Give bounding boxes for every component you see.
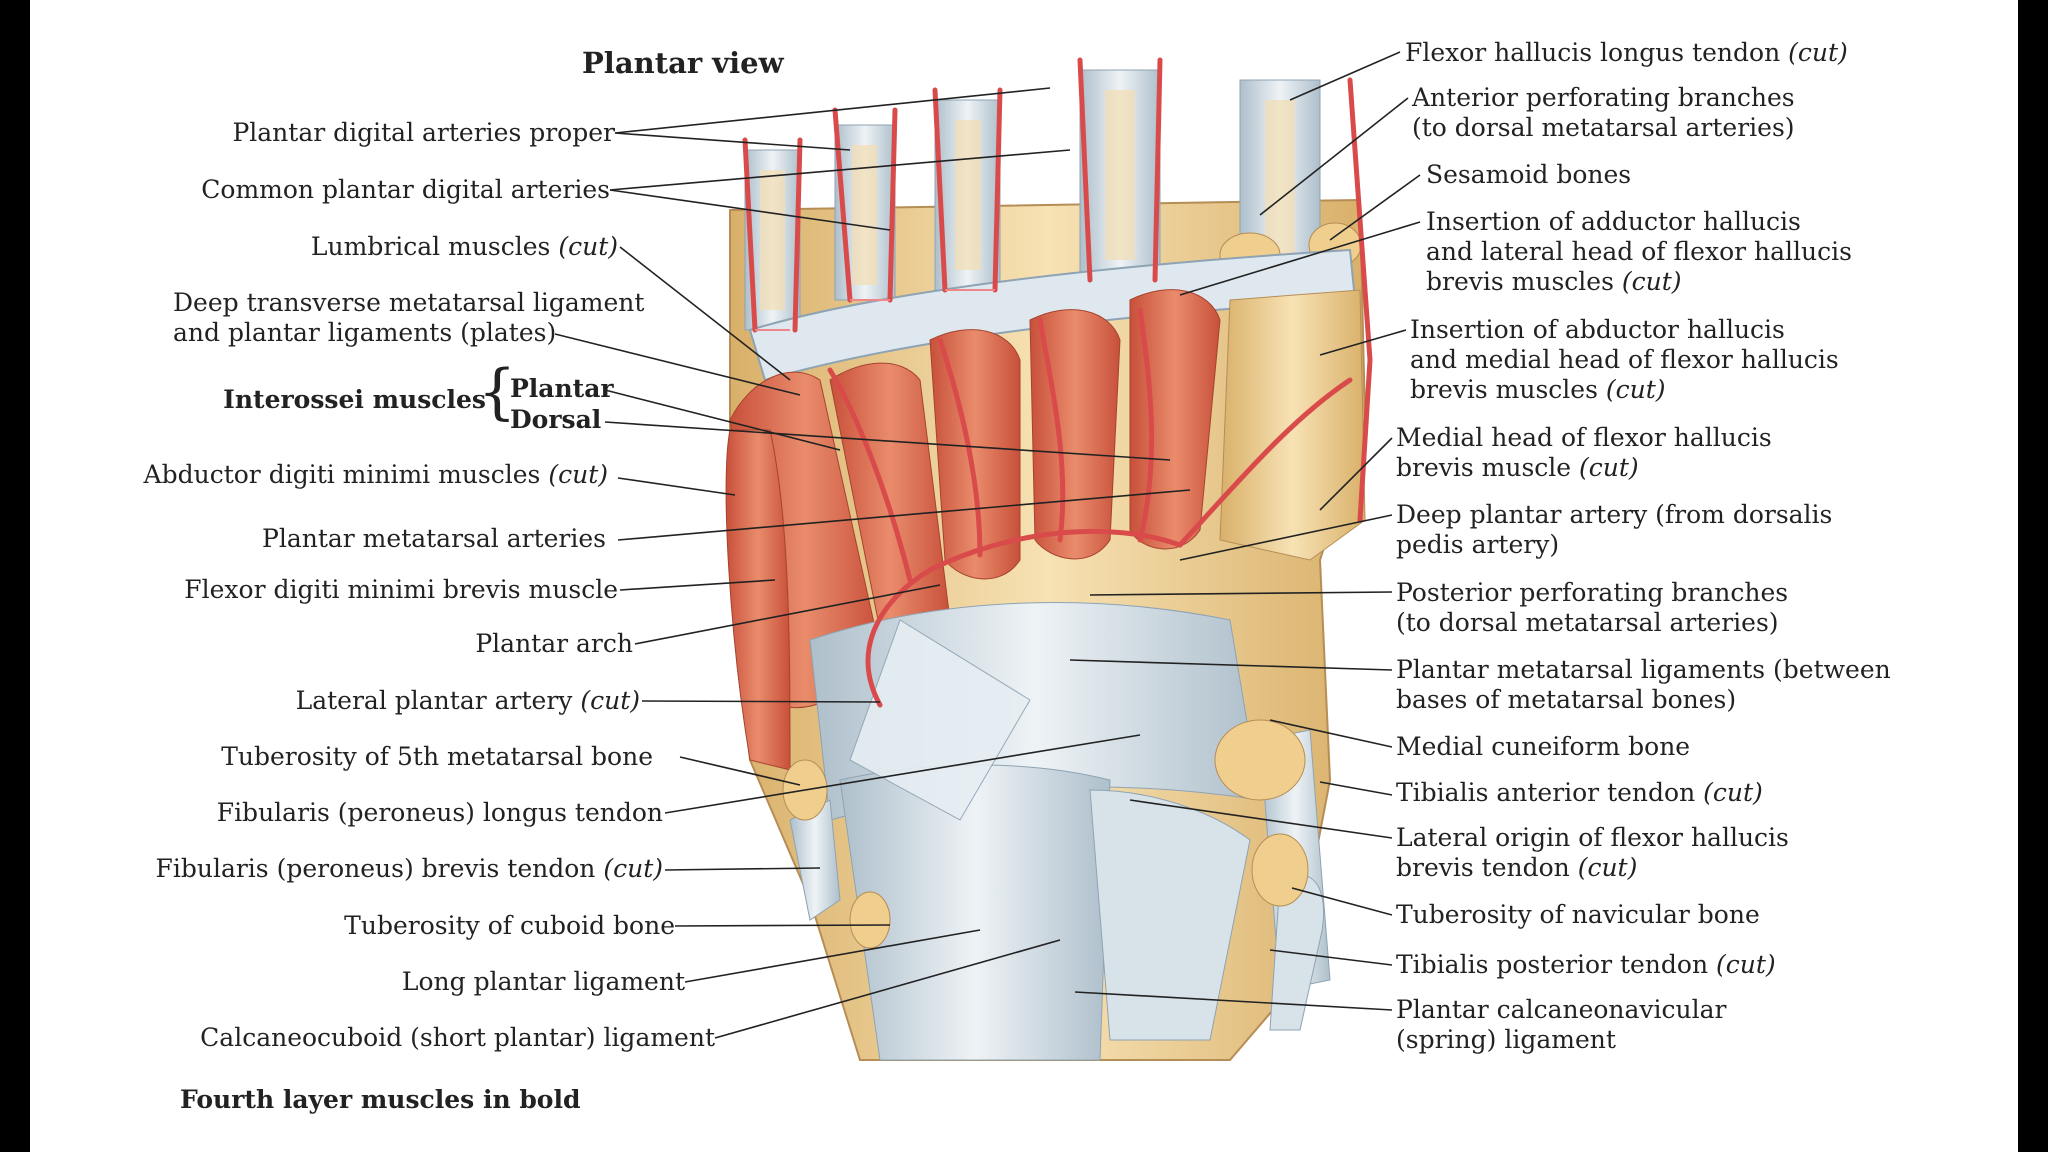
label-interossei-group: Interossei muscles (223, 385, 486, 414)
diagram-title: Plantar view (582, 46, 784, 80)
label-plantar-metatarsal-arteries: Plantar metatarsal arteries (262, 524, 606, 553)
label-lumbrical-muscles: Lumbrical muscles (cut) (310, 232, 618, 261)
label-flexor-digiti-minimi-brevis: Flexor digiti minimi brevis muscle (184, 575, 618, 604)
leader-lines (554, 51, 1421, 1039)
plantar-ligaments (789, 602, 1331, 1061)
label-abductor-digiti-minimi: Abductor digiti minimi muscles (cut) (143, 460, 608, 489)
foot-illustration (554, 51, 1421, 1061)
label-fibularis-longus-tendon: Fibularis (peroneus) longus tendon (216, 798, 663, 827)
label-common-plantar-digital-arteries: Common plantar digital arteries (201, 175, 610, 204)
cuboid-tuberosity (849, 891, 891, 949)
label-long-plantar-ligament: Long plantar ligament (401, 967, 685, 996)
label-tibialis-posterior-tendon: Tibialis posterior tendon (cut) (1396, 950, 1776, 979)
label-posterior-perforating-branches: Posterior perforating branches(to dorsal… (1396, 578, 1789, 637)
label-interossei-plantar: Plantar (510, 374, 614, 403)
brace: { (478, 357, 517, 427)
label-tuberosity-cuboid: Tuberosity of cuboid bone (344, 911, 675, 940)
label-calcaneocuboid-ligament: Calcaneocuboid (short plantar) ligament (200, 1023, 715, 1052)
footnote: Fourth layer muscles in bold (180, 1085, 581, 1114)
arteries-thin (755, 289, 995, 331)
medial-cuneiform (1214, 719, 1306, 801)
label-tuberosity-5th-metatarsal: Tuberosity of 5th metatarsal bone (221, 742, 653, 771)
navicular-tuberosity (1251, 833, 1309, 907)
label-sesamoid-bones: Sesamoid bones (1426, 160, 1632, 189)
label-tibialis-anterior-tendon: Tibialis anterior tendon (cut) (1396, 778, 1763, 807)
illustration-frame: Plantar view Fourth layer muscles in bol… (30, 0, 2018, 1152)
label-fibularis-brevis-tendon: Fibularis (peroneus) brevis tendon (cut) (155, 854, 664, 883)
label-anterior-perforating-branches: Anterior perforating branches(to dorsal … (1412, 83, 1795, 142)
label-flexor-hallucis-longus-tendon: Flexor hallucis longus tendon (cut) (1405, 38, 1848, 67)
label-plantar-arch: Plantar arch (475, 629, 633, 658)
label-medial-cuneiform-bone: Medial cuneiform bone (1396, 732, 1691, 761)
label-lateral-plantar-artery: Lateral plantar artery (cut) (295, 686, 640, 715)
label-interossei-dorsal: Dorsal (510, 405, 602, 434)
label-tuberosity-navicular: Tuberosity of navicular bone (1396, 900, 1760, 929)
label-plantar-digital-arteries-proper: Plantar digital arteries proper (232, 118, 615, 147)
label-plantar-calcaneonavicular-ligament: Plantar calcaneonavicular(spring) ligame… (1396, 995, 1727, 1054)
